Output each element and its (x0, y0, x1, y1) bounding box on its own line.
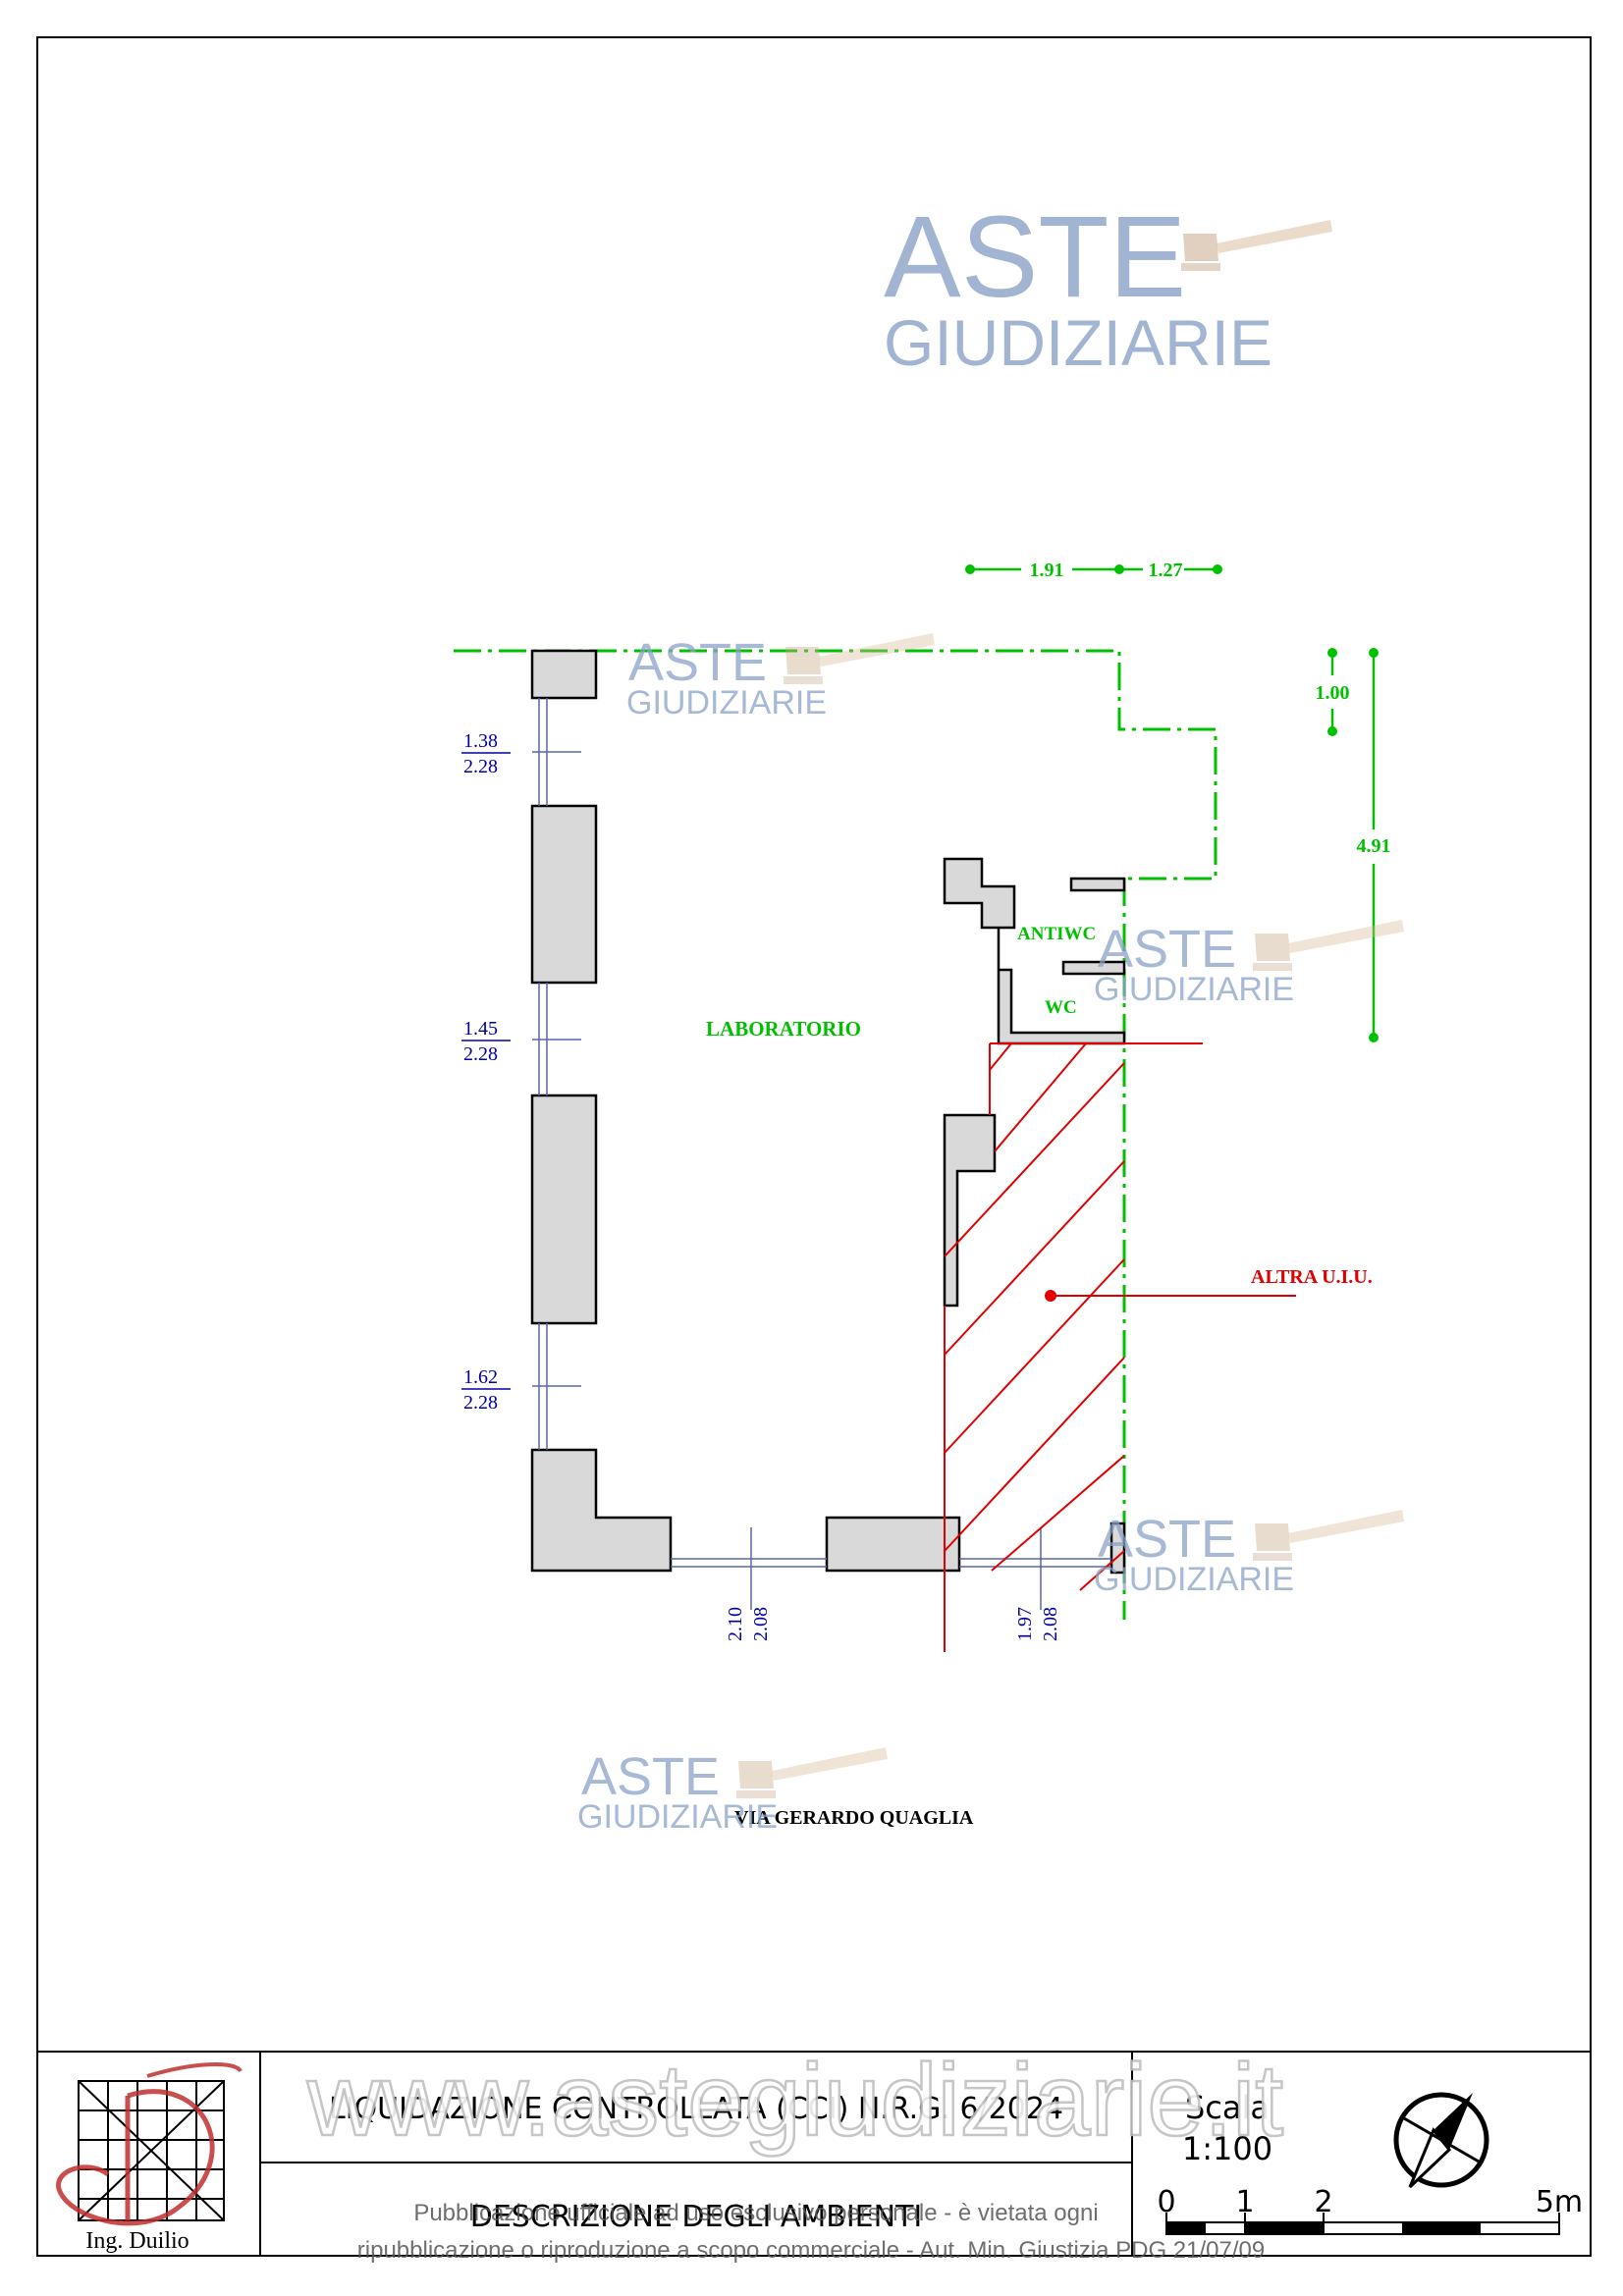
svg-text:GIUDIZIARIE: GIUDIZIARIE (884, 306, 1272, 379)
scalebar-label-0: 0 (1157, 2185, 1175, 2219)
window-2-height: 2.28 (463, 1043, 498, 1065)
drawing-subtitle: DESCRIZIONE DEGLI AMBIENTI (470, 2200, 923, 2234)
room-label-antiwc: ANTIWC (1017, 924, 1096, 944)
svg-text:GIUDIZIARIE: GIUDIZIARIE (1094, 971, 1294, 1008)
svg-text:ASTE: ASTE (628, 633, 767, 692)
street-label: VIA GERARDO QUAGLIA (734, 1807, 974, 1829)
sheet-frame (36, 36, 1592, 2257)
svg-text:ASTE: ASTE (581, 1747, 720, 1806)
window-1-width: 1.38 (463, 730, 498, 752)
svg-text:GIUDIZIARIE: GIUDIZIARIE (1094, 1561, 1294, 1598)
dim-right-1: 1.00 (1316, 682, 1350, 704)
footer-line-1: Pubblicazione ufficiale ad uso esclusivo… (413, 2200, 1098, 2226)
room-label-wc: WC (1045, 997, 1077, 1018)
dim-right-2: 4.91 (1357, 835, 1391, 857)
logo: Ing. Duilio (56, 2062, 243, 2254)
footer-line-2: ripubblicazione o riproduzione a scopo c… (357, 2237, 1265, 2264)
scale-label: Scala (1185, 2089, 1270, 2126)
watermark-small-1: ASTE GIUDIZIARIE (626, 633, 935, 721)
svg-text:GIUDIZIARIE: GIUDIZIARIE (577, 1798, 778, 1836)
dim-top-1: 1.91 (1030, 560, 1064, 581)
scalebar-label-5m: 5m (1536, 2185, 1583, 2219)
scalebar-label-1: 1 (1235, 2185, 1254, 2219)
title-block (37, 2051, 1591, 2256)
window-3-height: 2.28 (463, 1392, 498, 1414)
watermark-top: ASTE GIUDIZIARIE (884, 192, 1332, 379)
other-unit-label: ALTRA U.I.U. (1251, 1266, 1373, 1288)
window-2-width: 1.45 (463, 1018, 498, 1040)
svg-text:ASTE: ASTE (884, 192, 1186, 322)
window-1-height: 2.28 (463, 756, 498, 777)
scalebar-label-2: 2 (1314, 2185, 1332, 2219)
svg-text:GIUDIZIARIE: GIUDIZIARIE (626, 684, 827, 721)
other-unit-hatch (944, 1042, 1296, 1652)
window-dim-underlines (461, 752, 511, 1390)
door-2-height: 2.08 (1040, 1607, 1061, 1641)
window-3-width: 1.62 (463, 1366, 498, 1388)
svg-text:ASTE: ASTE (1098, 920, 1236, 979)
window-openings (532, 698, 1111, 1610)
drawing-title: LIQUIDAZIONE CONTROLLATA (CCI) N.R.G. 6/… (329, 2092, 1063, 2126)
room-label-laboratorio: LABORATORIO (706, 1017, 861, 1041)
watermark-small-2: ASTE GIUDIZIARIE (1094, 920, 1404, 1008)
watermark-small-3: ASTE GIUDIZIARIE (1094, 1510, 1404, 1598)
other-unit-marker (1045, 1290, 1056, 1302)
svg-text:ASTE: ASTE (1098, 1510, 1236, 1569)
walls (530, 649, 1126, 1575)
door-1-height: 2.08 (750, 1607, 772, 1641)
green-dimension-dots (965, 564, 1379, 1042)
scale-value: 1:100 (1182, 2130, 1272, 2167)
north-arrow-icon (1393, 2092, 1489, 2189)
logo-caption: Ing. Duilio (85, 2228, 189, 2254)
website-watermark: www.astegiudiziarie.it (306, 2044, 1283, 2158)
scale-bar (1165, 2213, 1560, 2235)
dim-top-2: 1.27 (1149, 560, 1183, 581)
door-1-width: 2.10 (725, 1607, 746, 1641)
door-2-width: 1.97 (1014, 1607, 1036, 1641)
watermark-small-4: ASTE GIUDIZIARIE (577, 1747, 888, 1836)
property-boundary (454, 649, 1217, 1620)
